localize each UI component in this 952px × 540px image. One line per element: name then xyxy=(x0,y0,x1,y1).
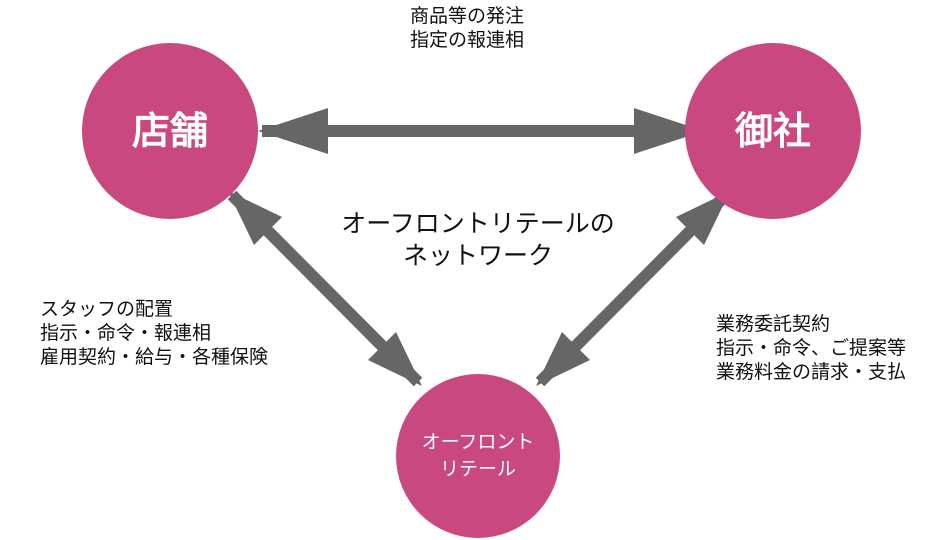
edge-label-top-line: 指定の報連相 xyxy=(410,29,525,51)
edge-label-left-line: スタッフの配置 xyxy=(40,298,174,320)
node-retail-label: オーフロント リテール xyxy=(398,429,558,483)
edge-label-right-line: 業務料金の請求・支払 xyxy=(716,361,907,383)
node-store xyxy=(82,43,258,219)
node-retail xyxy=(396,374,560,538)
node-company-label: 御社 xyxy=(734,108,811,153)
edge-label-right-line: 指示・命令、ご提案等 xyxy=(716,337,907,359)
edge-label-top-line: 商品等の発注 xyxy=(410,5,525,27)
node-retail-label-line2: リテール xyxy=(439,458,516,480)
edge-label-left-line: 雇用契約・給与・各種保険 xyxy=(40,346,269,368)
node-store-label: 店舗 xyxy=(131,108,208,153)
center-title-line1: オーフロントリテールの xyxy=(341,209,615,238)
edge-label-left: スタッフの配置 指示・命令・報連相 雇用契約・給与・各種保険 xyxy=(40,297,268,369)
node-company xyxy=(685,43,861,219)
edge-label-top: 商品等の発注 指定の報連相 xyxy=(410,4,524,52)
arrow-store-retail xyxy=(227,190,423,387)
edge-label-right: 業務委託契約 指示・命令、ご提案等 業務料金の請求・支払 xyxy=(716,312,906,384)
center-title: オーフロントリテールの ネットワーク xyxy=(318,208,638,272)
edge-label-left-line: 指示・命令・報連相 xyxy=(40,322,212,344)
arrow-store-company xyxy=(258,108,704,154)
center-title-line2: ネットワーク xyxy=(402,241,553,270)
node-retail-label-line1: オーフロント xyxy=(421,431,535,453)
edge-label-right-line: 業務委託契約 xyxy=(716,313,831,335)
arrow-company-retail xyxy=(535,190,731,387)
